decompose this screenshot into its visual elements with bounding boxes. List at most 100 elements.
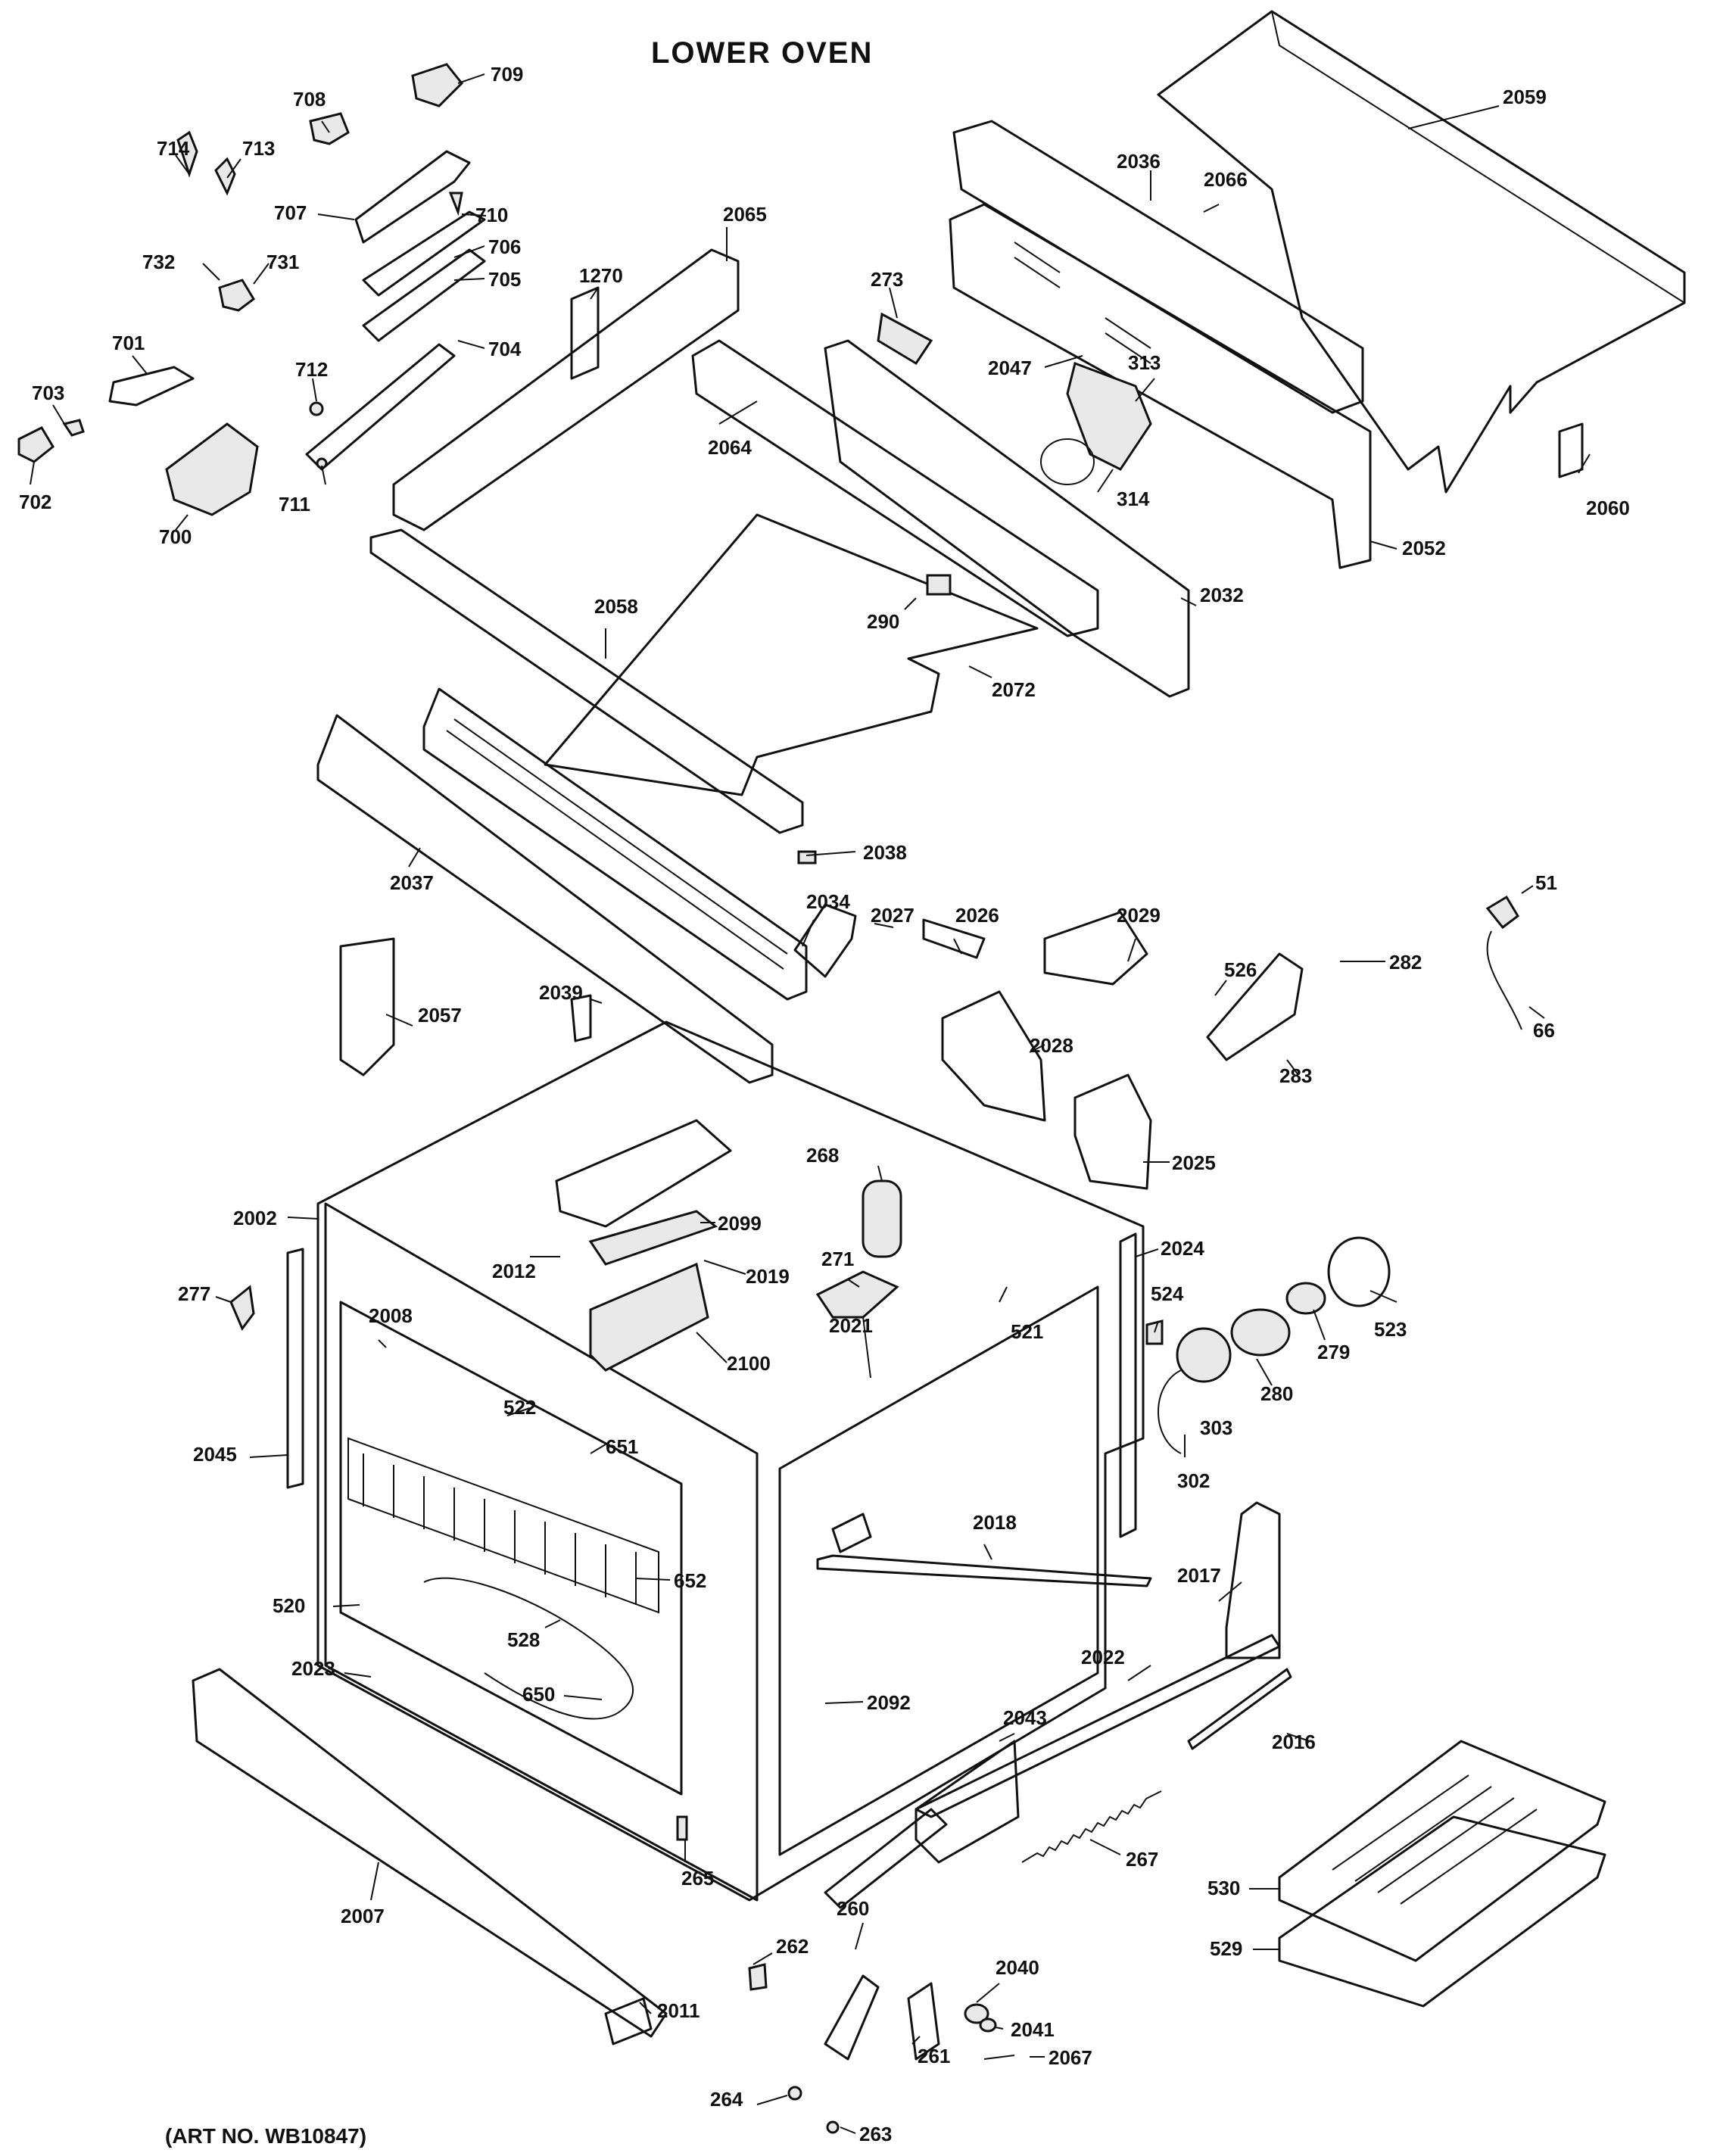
part-label: 2041: [1011, 2018, 1055, 2041]
part-label: 2040: [996, 1956, 1039, 1979]
part-label: 705: [488, 268, 521, 291]
part-label: 2067: [1049, 2046, 1092, 2069]
part-label: 2057: [418, 1004, 462, 1027]
part-label: 2002: [233, 1207, 277, 1229]
part-label: 2029: [1117, 904, 1161, 927]
part-label: 302: [1177, 1469, 1210, 1492]
part-label: 261: [918, 2045, 950, 2067]
part-label: 2012: [492, 1260, 536, 1282]
part-label: 704: [488, 338, 522, 360]
part-label: 708: [293, 88, 326, 111]
part-label: 714: [157, 137, 190, 160]
part-label: 2045: [193, 1443, 237, 1466]
part-label: 2008: [369, 1304, 413, 1327]
oven-body-drawing: [316, 1020, 1152, 1902]
part-label: 2052: [1402, 537, 1446, 559]
part-label: 523: [1374, 1318, 1407, 1341]
part-label: 651: [606, 1435, 638, 1458]
part-label: 264: [710, 2088, 743, 2111]
part-label: 282: [1389, 951, 1422, 974]
part-label: 2043: [1003, 1706, 1047, 1729]
broiler-pan-drawing: [1278, 1740, 1606, 2008]
part-label: 2064: [708, 436, 752, 459]
misc-parts-drawing: [229, 286, 1584, 2134]
part-label: 528: [507, 1628, 540, 1651]
part-label: 2058: [594, 595, 638, 618]
part-label: 51: [1535, 871, 1557, 894]
part-label: 700: [159, 525, 192, 548]
side-rail-drawing: [369, 248, 804, 834]
part-label: 2072: [992, 678, 1036, 701]
part-label: 303: [1200, 1416, 1232, 1439]
part-label: 520: [273, 1594, 305, 1617]
part-label: 522: [503, 1396, 536, 1419]
baffle-drawing: [544, 513, 1039, 796]
part-label: 2017: [1177, 1564, 1221, 1587]
part-label: 2039: [539, 981, 583, 1004]
part-label: 707: [274, 201, 307, 224]
part-label: 702: [19, 491, 51, 513]
upper-frame-drawing: [691, 339, 1190, 698]
part-label: 2027: [871, 904, 915, 927]
part-label: 2028: [1030, 1034, 1073, 1057]
part-label: 267: [1126, 1848, 1158, 1871]
part-label: 2036: [1117, 150, 1161, 173]
part-label: 711: [279, 493, 310, 516]
part-label: 2016: [1272, 1731, 1316, 1753]
spring-drawing: [1021, 1790, 1162, 1863]
part-label: 262: [776, 1935, 809, 1958]
hinge-bracket-drawing: [915, 1740, 1020, 1864]
part-label: 2065: [723, 203, 767, 226]
part-label: 701: [112, 332, 145, 354]
part-label: 526: [1224, 958, 1257, 981]
part-label: 521: [1011, 1320, 1043, 1343]
part-label: 706: [488, 235, 521, 258]
part-labels: 709 708 714 713 707 710 706 732 731 705 …: [19, 63, 1630, 2145]
part-label: 713: [242, 137, 275, 160]
vent-trim-drawing: [316, 687, 808, 1084]
part-label: 2018: [973, 1511, 1017, 1534]
part-label: 650: [522, 1683, 555, 1706]
part-label: 2100: [727, 1352, 771, 1375]
part-label: 260: [837, 1897, 869, 1920]
front-trim-drawing: [192, 1668, 668, 2038]
part-label: 277: [178, 1282, 210, 1305]
part-label: 2023: [291, 1657, 335, 1680]
art-number: (ART NO. WB10847): [165, 2124, 367, 2148]
rear-panel-drawing: [949, 120, 1372, 569]
part-label: 283: [1279, 1064, 1312, 1087]
part-label: 2060: [1586, 497, 1630, 519]
part-label: 2037: [390, 871, 434, 894]
part-label: 2025: [1172, 1151, 1216, 1174]
part-label: 313: [1128, 351, 1161, 374]
part-label: 2021: [829, 1314, 873, 1337]
part-label: 2059: [1503, 86, 1547, 108]
part-label: 2026: [955, 904, 999, 927]
part-label: 710: [475, 204, 508, 226]
part-label: 2032: [1200, 584, 1244, 606]
part-label: 2019: [746, 1265, 790, 1288]
part-label: 2024: [1161, 1237, 1204, 1260]
part-label: 265: [681, 1867, 714, 1890]
controls-drawing: [17, 63, 486, 516]
part-label: 2022: [1081, 1646, 1125, 1668]
part-label: 2047: [988, 357, 1032, 379]
part-label: 290: [867, 610, 899, 633]
diagram-title: LOWER OVEN: [651, 36, 874, 70]
part-label: 273: [871, 268, 903, 291]
part-label: 279: [1317, 1341, 1350, 1363]
strip-drawing: [1187, 1668, 1292, 1750]
leader-lines: [30, 73, 1591, 2134]
part-label: 712: [295, 358, 328, 381]
part-label: 2007: [341, 1905, 385, 1927]
top-cover-drawing: [1157, 10, 1686, 494]
part-label: 2066: [1204, 168, 1248, 191]
part-label: 66: [1533, 1019, 1555, 1042]
part-label: 271: [821, 1248, 854, 1270]
part-label: 268: [806, 1144, 839, 1167]
part-label: 2038: [863, 841, 907, 864]
part-label: 524: [1151, 1282, 1184, 1305]
part-label: 530: [1207, 1877, 1240, 1899]
part-label: 2099: [718, 1212, 762, 1235]
part-label: 314: [1117, 488, 1150, 510]
